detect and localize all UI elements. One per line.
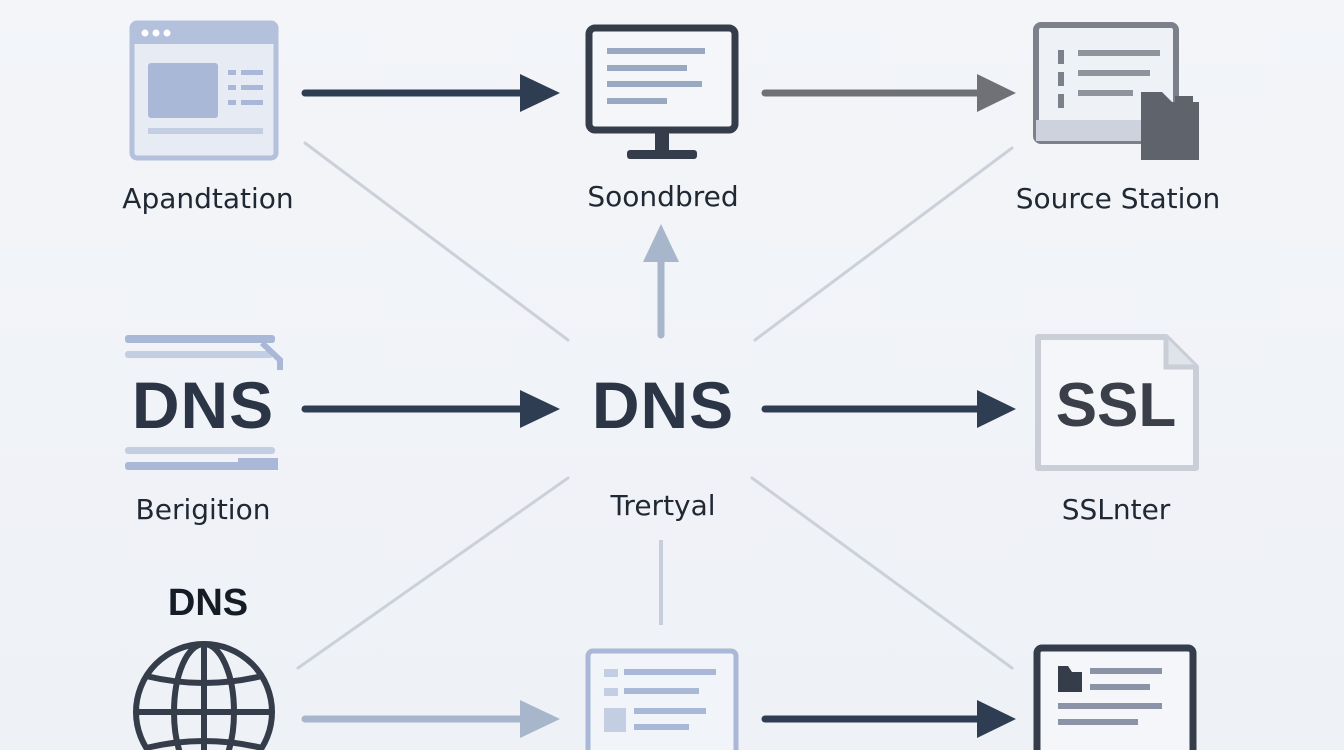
node-label-top-center: Soondbred	[587, 180, 739, 213]
arrow-center-to-mid-right	[761, 390, 1016, 428]
arrow-top-center-to-right	[761, 74, 1016, 112]
arrow-center-up	[643, 224, 679, 339]
arrow-bottom-left-to-center	[301, 700, 560, 738]
connector-line-bottom-left	[296, 476, 570, 670]
globe-icon	[133, 641, 275, 750]
node-label-top-right: Source Station	[1015, 182, 1221, 215]
dns-document-icon	[125, 335, 283, 470]
arrow-bottom-center-to-right	[761, 700, 1016, 738]
browser-window-icon	[129, 20, 279, 161]
ssl-badge-mid-right: SSL	[1055, 371, 1177, 440]
dns-badge-mid-left: DNS	[131, 368, 275, 442]
connector-line-top-right	[753, 146, 1014, 342]
node-label-center: Trertyal	[610, 489, 716, 522]
arrow-top-left-to-center	[301, 74, 560, 112]
dns-badge-center: DNS	[591, 368, 735, 442]
connector-line-top-left	[303, 141, 570, 342]
server-document-icon	[1033, 22, 1199, 160]
monitor-icon	[585, 24, 739, 159]
node-label-top-left: Apandtation	[122, 182, 294, 215]
laptop-icon	[1033, 644, 1197, 750]
node-label-mid-left: Berigition	[135, 493, 271, 526]
arrow-mid-left-to-center	[301, 390, 560, 428]
node-label-mid-right: SSLnter	[1061, 493, 1171, 526]
ssl-document-icon	[1035, 334, 1199, 471]
connector-line-bottom-right	[750, 476, 1014, 670]
dns-heading-bottom-left: DNS	[167, 582, 249, 624]
document-window-icon	[585, 648, 739, 750]
connector-lines	[296, 141, 1014, 670]
